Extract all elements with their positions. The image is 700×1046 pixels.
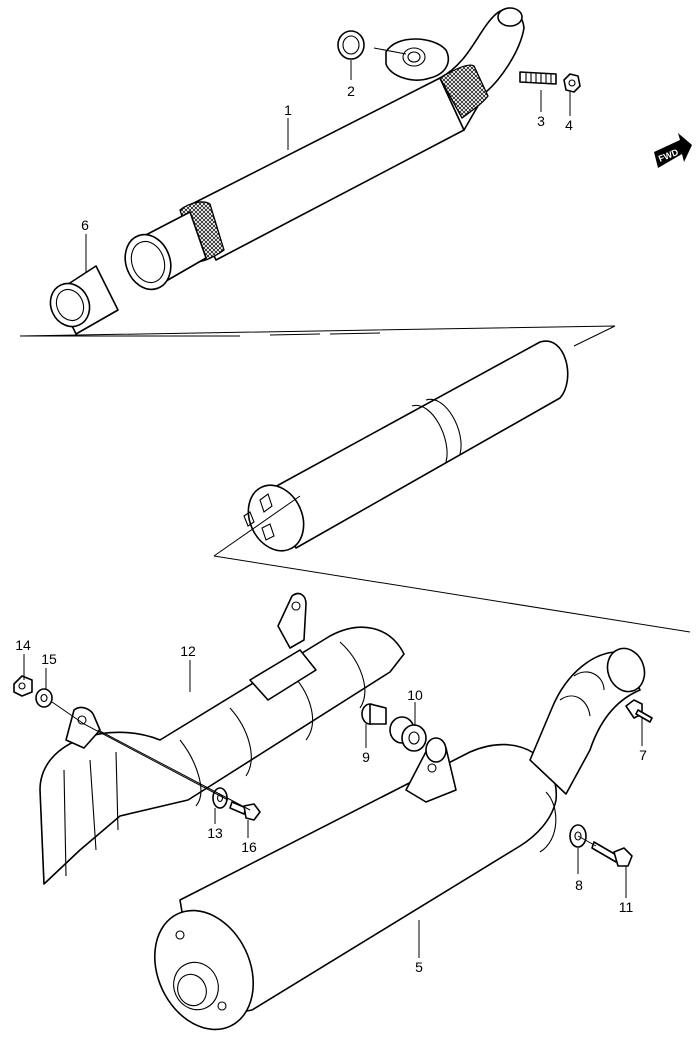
callout-5: 5 (415, 959, 423, 975)
callout-2: 2 (347, 83, 355, 99)
callout-1: 1 (284, 102, 292, 118)
gasket (337, 30, 365, 60)
pipe-sleeve (49, 265, 119, 335)
exhaust-pipe (124, 7, 525, 291)
bolt (591, 841, 633, 867)
callout-7: 7 (639, 747, 647, 763)
collar (361, 703, 387, 725)
callout-9: 9 (362, 749, 370, 765)
bolt (229, 801, 261, 821)
muffler (153, 647, 646, 1031)
callout-16: 16 (241, 839, 257, 855)
callout-6: 6 (81, 217, 89, 233)
callout-3: 3 (537, 113, 545, 129)
nut (563, 73, 581, 93)
fwd-arrow-icon: FWD (654, 133, 692, 168)
grommet (389, 716, 427, 752)
callout-13: 13 (207, 825, 223, 841)
callout-4: 4 (565, 117, 573, 133)
grommet (35, 688, 53, 708)
callout-14: 14 (15, 637, 31, 653)
stud-bolt (519, 71, 557, 85)
section-divider (19, 325, 616, 347)
callout-11: 11 (619, 899, 634, 915)
callout-15: 15 (41, 651, 57, 667)
callout-8: 8 (575, 877, 583, 893)
callout-12: 12 (180, 643, 196, 659)
section-divider (213, 495, 691, 633)
leader-lines (23, 47, 643, 958)
mounting-ring (425, 737, 447, 763)
nut (13, 675, 33, 697)
callout-10: 10 (407, 687, 423, 703)
mid-pipe (243, 340, 569, 552)
bolt (625, 699, 653, 723)
heat-shield (39, 592, 405, 885)
